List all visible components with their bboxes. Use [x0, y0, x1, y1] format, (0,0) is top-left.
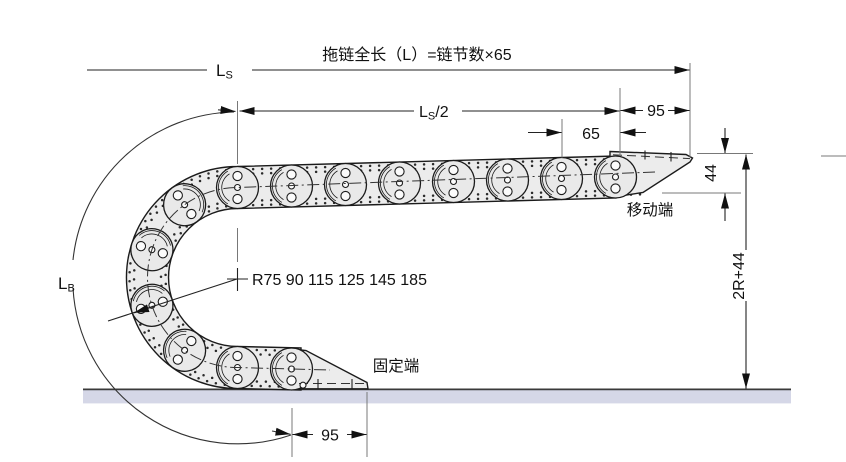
chain-links	[130, 155, 638, 391]
floor	[83, 388, 791, 404]
chain-link-disc	[377, 161, 422, 205]
floor-band	[83, 389, 791, 404]
fixed-end-bracket-details	[299, 379, 365, 389]
dim-text-95-bottom: 95	[321, 428, 339, 445]
dim-text-2r44: 2R+44	[731, 252, 748, 300]
bend-length-arc	[72, 106, 292, 445]
label-ls: LS	[216, 61, 233, 82]
drawing-title: 拖链全长（L）=链节数×65	[322, 46, 511, 64]
dim-mounting-height: 2R+44	[731, 154, 750, 389]
chain-link-disc	[215, 165, 260, 210]
chain-link-disc	[162, 328, 207, 372]
chain-link-disc	[269, 347, 314, 391]
dim-half-length: LS/2	[239, 104, 620, 123]
dim-text-65: 65	[582, 126, 600, 143]
chain-link-disc	[593, 155, 638, 199]
chain-link-disc	[323, 162, 368, 207]
dim-text-44: 44	[703, 164, 720, 182]
chain-link-disc	[162, 183, 207, 227]
dim-total-length: LS 拖链全长（L）=链节数×65	[87, 46, 690, 82]
dim-link-pitch: 65	[528, 126, 646, 143]
label-ls-half: LS/2	[419, 104, 449, 123]
label-moving-end: 移动端	[627, 201, 674, 219]
dim-bracket-bottom: 95	[292, 428, 367, 445]
chain-link-disc	[539, 156, 584, 201]
moving-end-bracket-details	[612, 150, 691, 162]
dim-chain-height: 44	[703, 128, 729, 221]
perforation-dots	[128, 157, 642, 389]
chain-link-disc	[431, 159, 476, 204]
radius-options-text: R75 90 115 125 145 185	[252, 272, 427, 289]
label-fixed-end: 固定端	[373, 357, 420, 375]
dim-bracket-top: 95	[620, 103, 690, 120]
bend-radius-callout: R75 90 115 125 145 185	[107, 228, 427, 322]
dim-text-95-top: 95	[647, 103, 665, 120]
label-lb: LB	[58, 274, 75, 295]
chain-link-disc	[269, 164, 314, 208]
chain-link-disc	[485, 158, 530, 202]
extension-lines	[237, 63, 846, 457]
